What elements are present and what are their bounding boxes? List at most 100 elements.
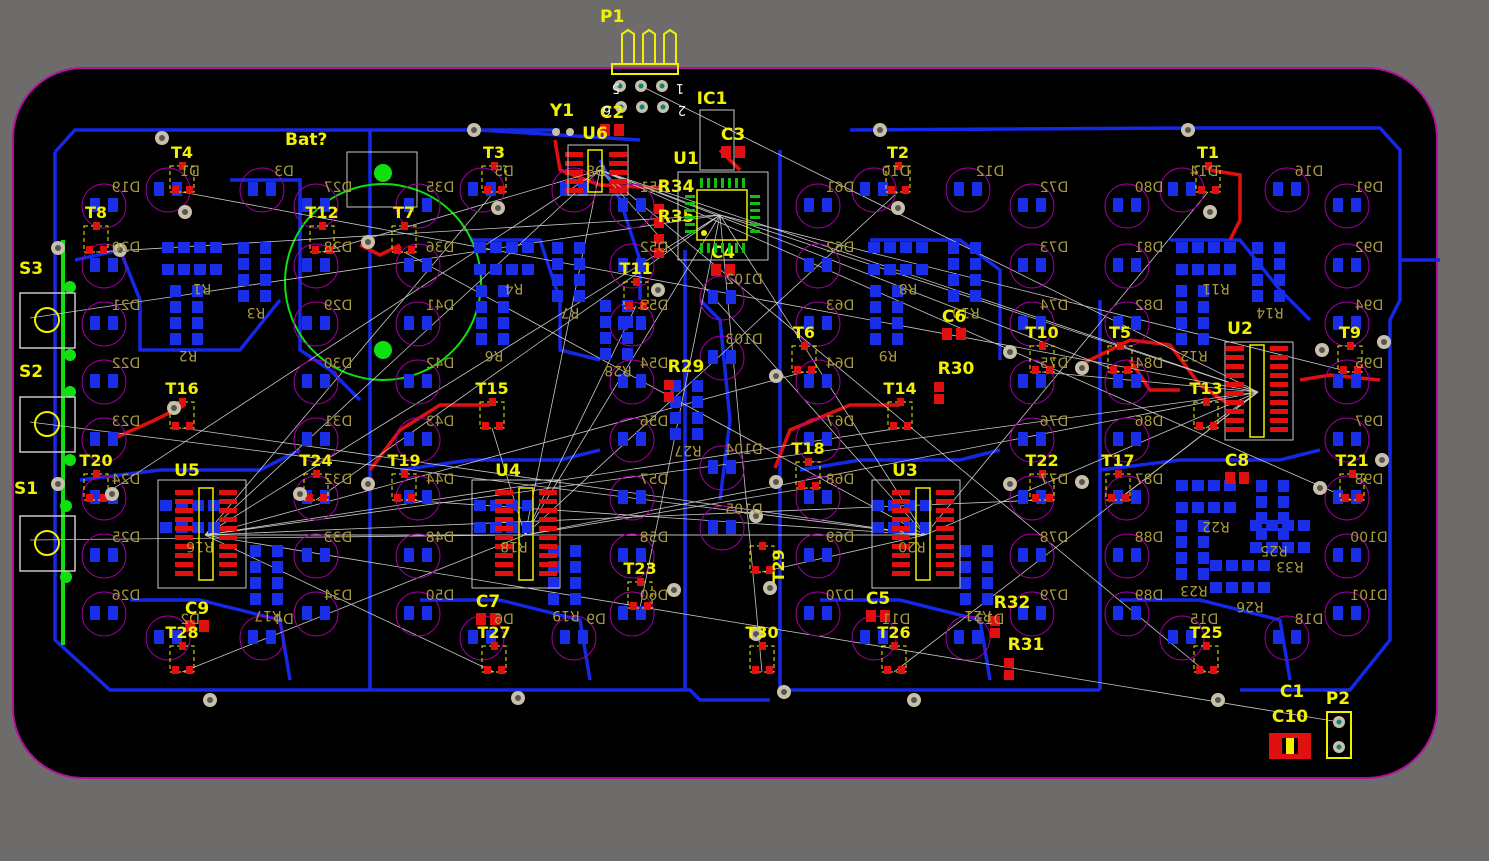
header-pin: [615, 101, 627, 113]
transistor-t5[interactable]: [1107, 342, 1133, 374]
via: [667, 583, 681, 597]
resistor-label: R18: [500, 538, 528, 554]
led-d81: [1104, 243, 1150, 289]
led-label: D67: [826, 414, 855, 430]
transistor-t10[interactable]: [1029, 342, 1055, 374]
transistor-t25[interactable]: [1193, 642, 1219, 674]
transistor-t11[interactable]: [623, 278, 649, 310]
via: [1075, 361, 1089, 375]
via: [361, 477, 375, 491]
resistor-r32[interactable]: [990, 616, 1000, 638]
transistor-t14[interactable]: [887, 398, 913, 430]
capacitor-c4[interactable]: [711, 264, 735, 276]
led-d35: [395, 183, 441, 229]
ic-u6[interactable]: [567, 144, 629, 196]
transistor-t23[interactable]: [627, 578, 653, 610]
led-label: D31: [324, 414, 353, 430]
led-label: D68: [826, 472, 855, 488]
led-label: D84: [1135, 356, 1164, 372]
led-d76: [1009, 417, 1055, 463]
switch-label-s2: S2: [19, 362, 43, 382]
led-label: D57: [640, 472, 669, 488]
transistor-t18[interactable]: [795, 458, 821, 490]
resistor-r21: [960, 545, 993, 605]
transistor-label: T15: [475, 379, 508, 398]
transistor-t27[interactable]: [481, 642, 507, 674]
capacitor-c2[interactable]: [600, 124, 624, 136]
capacitor-c5[interactable]: [866, 610, 890, 622]
transistor-t3[interactable]: [481, 162, 507, 194]
capacitor-c3[interactable]: [721, 146, 745, 158]
mcu-u1[interactable]: [677, 171, 769, 261]
switch-pin: [64, 386, 76, 398]
transistor-t15[interactable]: [479, 398, 505, 430]
ic-u2[interactable]: [1224, 341, 1294, 441]
ic-label-u4: U4: [495, 461, 521, 481]
transistor-label: T22: [1025, 451, 1058, 470]
led-d84: [1104, 359, 1150, 405]
capacitor-c9[interactable]: [185, 620, 209, 632]
via: [167, 401, 181, 415]
via: [178, 205, 192, 219]
switch-s1[interactable]: S1: [14, 479, 76, 572]
capacitor-label: C3: [721, 125, 745, 145]
led-label: D34: [324, 588, 353, 604]
led-label: D53: [640, 298, 669, 314]
transistor-t21[interactable]: [1339, 470, 1365, 502]
header-pin: [657, 101, 669, 113]
transistor-t4[interactable]: [169, 162, 195, 194]
switch-s2[interactable]: S2: [19, 362, 76, 453]
ic-u3[interactable]: [871, 479, 961, 589]
led-d20: [81, 243, 127, 289]
transistor-t6[interactable]: [791, 342, 817, 374]
transistor-t16[interactable]: [169, 398, 195, 430]
resistor-r7: [552, 242, 585, 302]
ic-label-u5: U5: [174, 461, 200, 481]
transistor-t26[interactable]: [881, 642, 907, 674]
transistor-t30[interactable]: [749, 642, 775, 674]
transistor-t12[interactable]: [309, 222, 335, 254]
transistor-t17[interactable]: [1105, 470, 1131, 502]
resistor-label: R4: [505, 280, 524, 296]
header-pin-5: 5: [612, 80, 620, 95]
ic-u4[interactable]: [471, 479, 561, 589]
led-d80: [1104, 183, 1150, 229]
ic-ic1[interactable]: [699, 109, 735, 171]
transistor-label: T21: [1335, 451, 1368, 470]
led-label: D52: [640, 240, 669, 256]
transistor-t2[interactable]: [885, 162, 911, 194]
transistor-t9[interactable]: [1337, 342, 1363, 374]
transistor-t24[interactable]: [303, 470, 329, 502]
resistor-r34[interactable]: [654, 204, 664, 228]
transistor-t29[interactable]: [749, 542, 775, 574]
transistor-t8[interactable]: [83, 222, 109, 254]
ratsnest-lines: [29, 85, 1353, 723]
resistor-r35[interactable]: [654, 234, 664, 258]
transistor-t19[interactable]: [391, 470, 417, 502]
resistor-r31[interactable]: [1004, 658, 1014, 680]
capacitor-c10[interactable]: [1269, 733, 1311, 759]
header-p1[interactable]: P1 5 1 6 2: [600, 7, 686, 117]
capacitor-c6[interactable]: [942, 328, 966, 340]
ic-u5[interactable]: [157, 479, 247, 589]
transistor-label: T18: [791, 439, 824, 458]
connector-p2[interactable]: [1326, 711, 1352, 759]
transistor-label: T14: [883, 379, 916, 398]
transistor-t7[interactable]: [391, 222, 417, 254]
resistor-label: R34: [658, 177, 695, 197]
led-d91: [1324, 183, 1370, 229]
resistor-label: R6: [485, 347, 504, 363]
resistor-r30[interactable]: [934, 382, 944, 404]
transistor-t22[interactable]: [1029, 470, 1055, 502]
switch-s3[interactable]: S3: [19, 259, 76, 349]
transistor-t28[interactable]: [169, 642, 195, 674]
capacitor-c7[interactable]: [476, 613, 500, 625]
transistor-t20[interactable]: [83, 470, 109, 502]
capacitor-c8[interactable]: [1225, 472, 1249, 484]
header-pin-1: 1: [676, 80, 684, 95]
soic-pads: [565, 152, 627, 193]
resistor-r29[interactable]: [664, 380, 674, 402]
transistor-t13[interactable]: [1193, 398, 1219, 430]
transistor-t1[interactable]: [1195, 162, 1221, 194]
